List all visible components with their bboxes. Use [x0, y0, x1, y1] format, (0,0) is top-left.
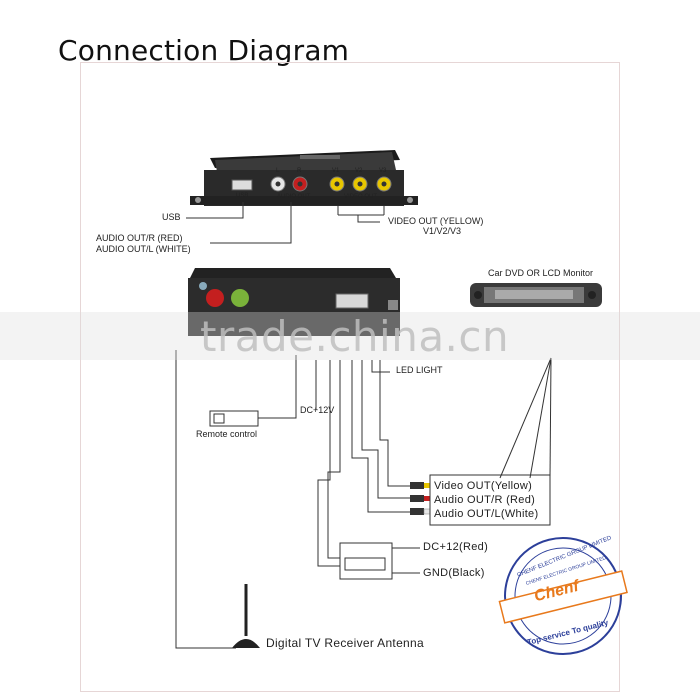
label-antenna: Digital TV Receiver Antenna — [266, 636, 424, 650]
port-label-v2: V2 — [355, 168, 363, 174]
port-label-v1: V1 — [332, 168, 340, 174]
port-label-audio-out: AUDIO OUT — [277, 194, 311, 200]
port-label-v3: V3 — [379, 168, 387, 174]
remote-control-icon — [209, 410, 259, 427]
watermark-band — [0, 312, 700, 360]
top-device — [190, 150, 418, 206]
watermark: trade.china.cn — [200, 312, 510, 361]
callout-video-out: VIDEO OUT (YELLOW) — [388, 216, 484, 226]
lower-device — [188, 268, 400, 336]
diagram-frame — [80, 62, 620, 692]
port-label-l: L — [276, 168, 280, 174]
label-audio-out-r-red: Audio OUT/R (Red) — [434, 494, 536, 506]
label-audio-out-l-white: Audio OUT/L(White) — [434, 508, 539, 520]
rca-plugs — [410, 482, 431, 515]
monitor-label: Car DVD OR LCD Monitor — [488, 268, 594, 278]
callout-usb: USB — [162, 212, 181, 222]
power-connector — [339, 542, 393, 580]
av-output-box — [429, 474, 551, 526]
monitor — [470, 283, 602, 307]
antenna-icon — [232, 584, 260, 648]
callout-video-out-sub: V1/V2/V3 — [423, 226, 462, 236]
label-video-out-yellow: Video OUT(Yellow) — [434, 480, 533, 492]
label-gnd-black: GND(Black) — [423, 567, 485, 579]
label-dc12-red: DC+12(Red) — [423, 541, 489, 553]
usb-port — [231, 179, 253, 191]
page-title: Connection Diagram — [58, 34, 350, 67]
label-led-light: LED LIGHT — [396, 365, 443, 375]
port-label-video-out: VIDEO OUT — [344, 194, 378, 200]
callout-audio-out-r: AUDIO OUT/R (RED) — [96, 233, 183, 243]
company-stamp — [498, 537, 628, 655]
label-remote-control: Remote control — [196, 429, 258, 439]
port-label-usb: USB — [236, 193, 249, 199]
port-label-r: R — [297, 168, 302, 174]
label-dc12v: DC+12V — [300, 405, 335, 415]
callout-audio-out-l: AUDIO OUT/L (WHITE) — [96, 244, 191, 254]
